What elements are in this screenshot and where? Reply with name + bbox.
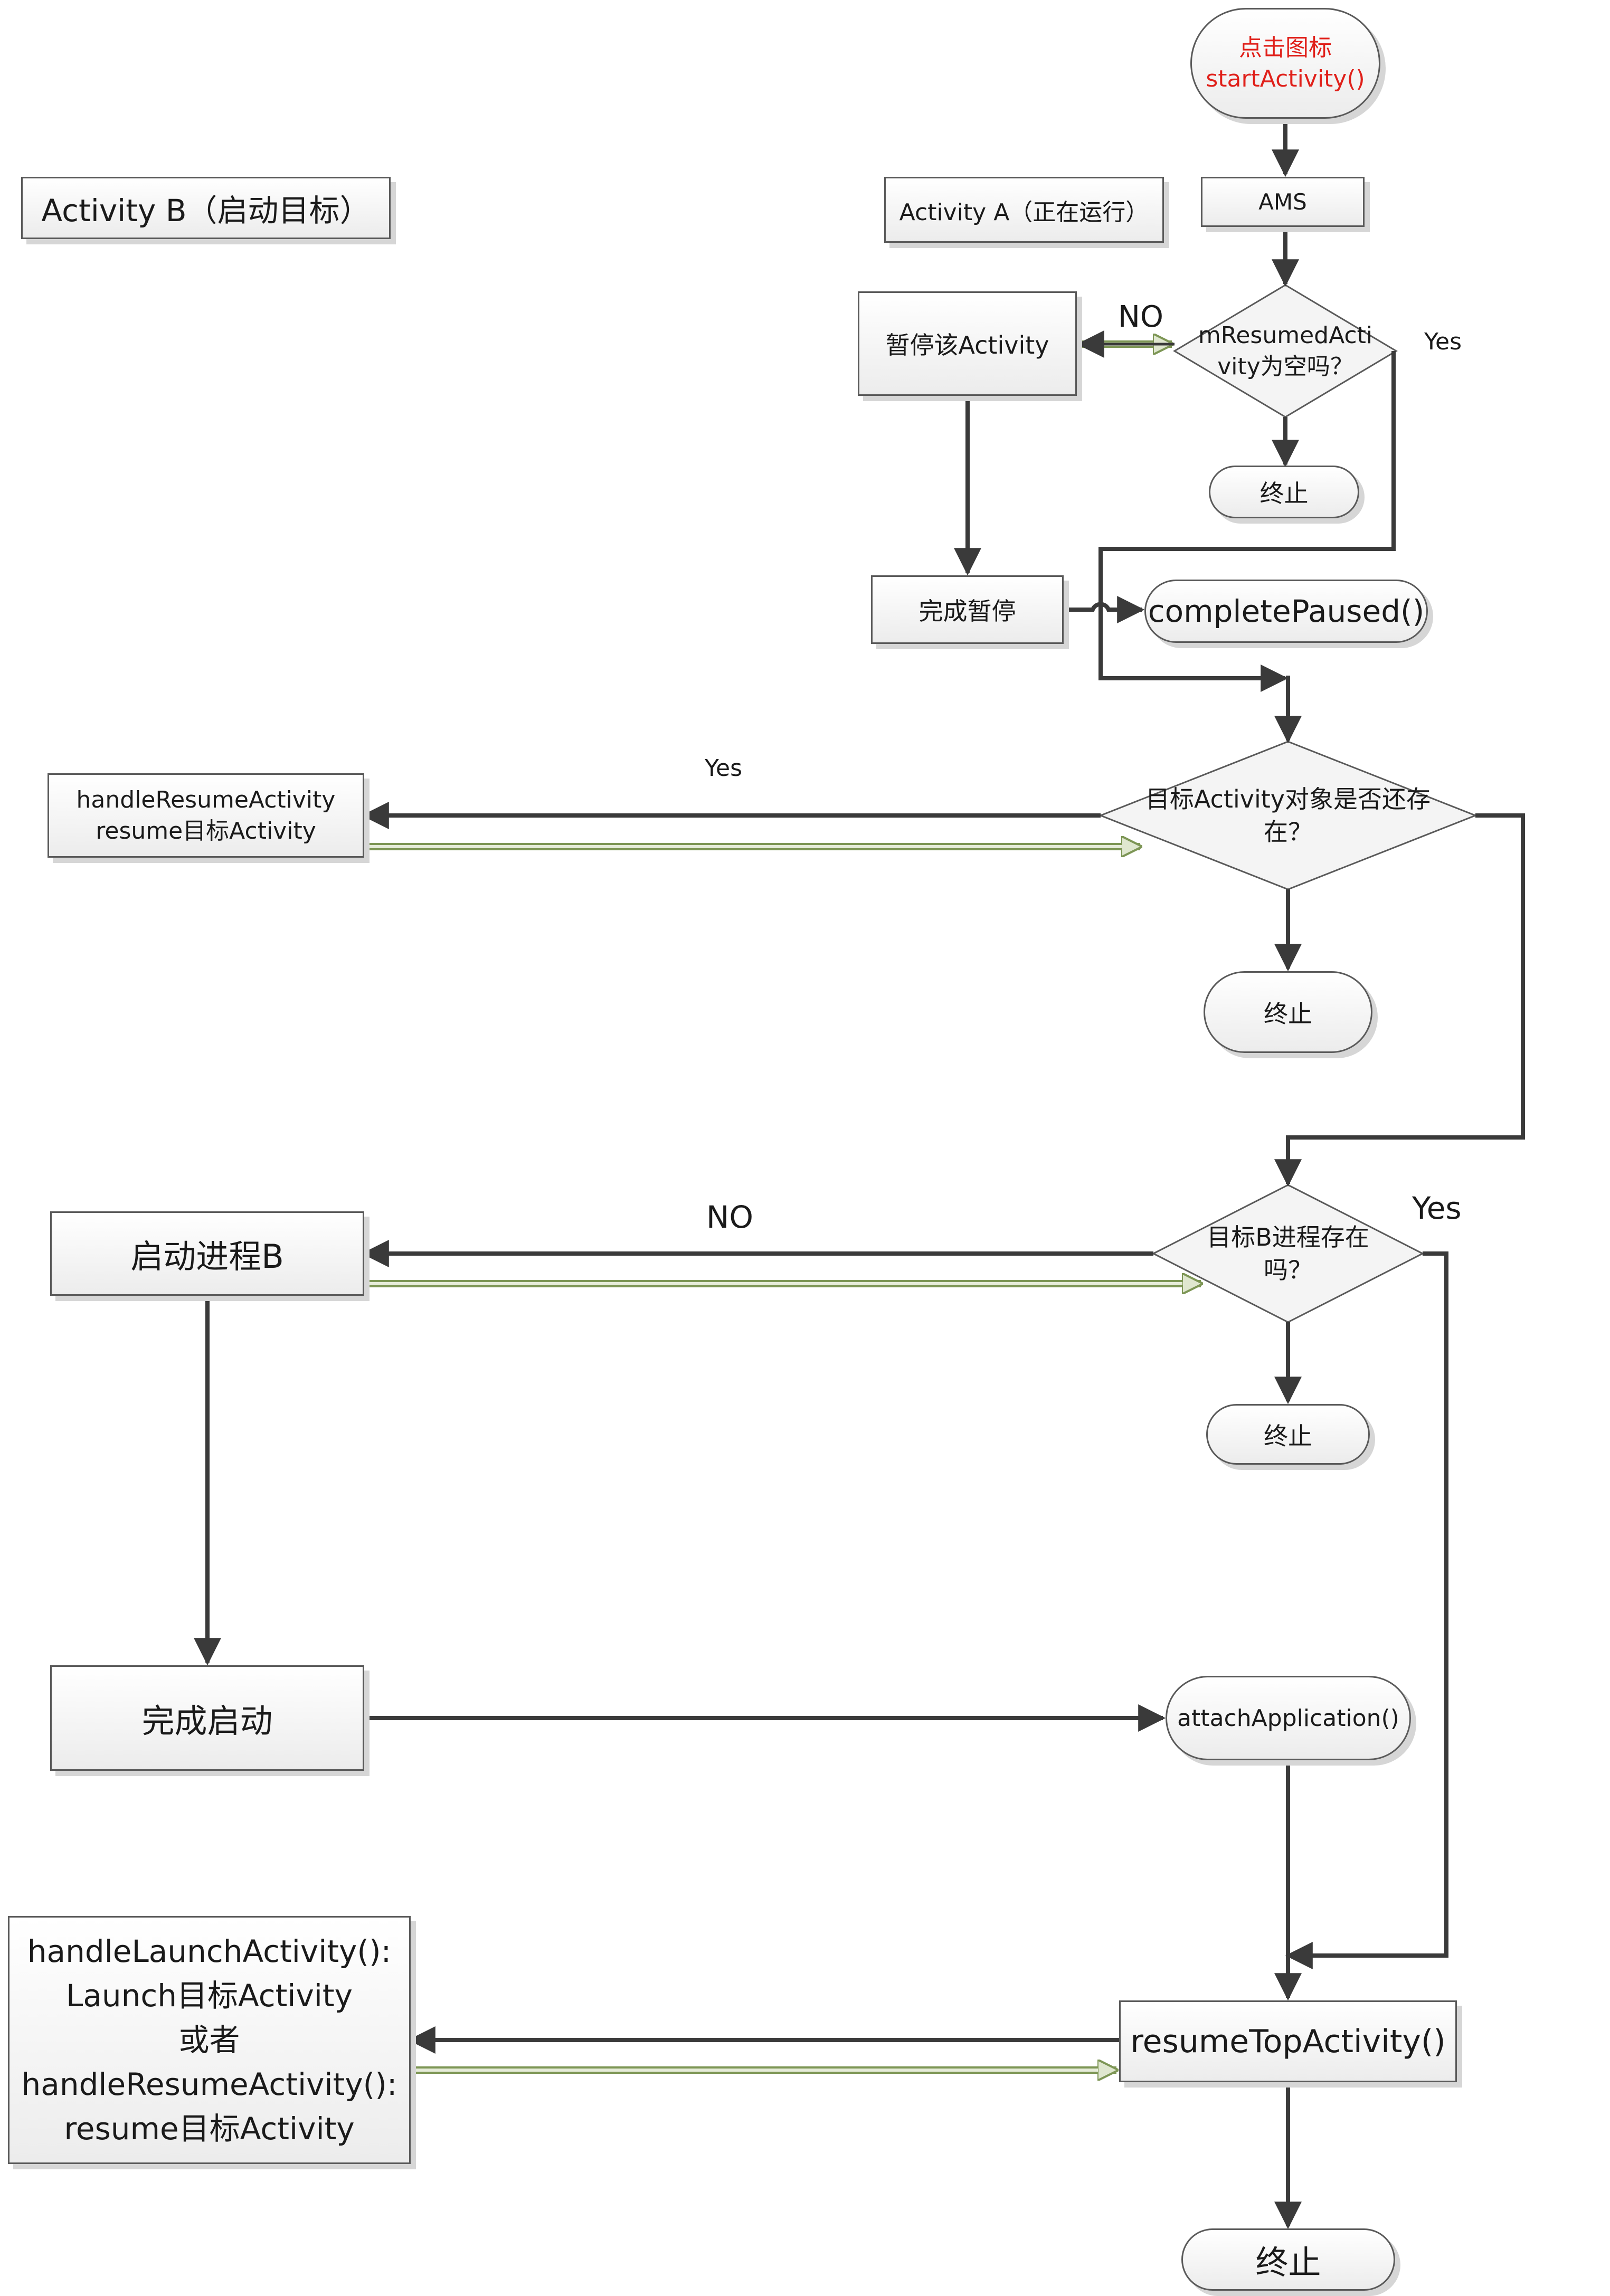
pause-activity-node: 暂停该Activity: [858, 291, 1077, 396]
edge-complete-to-paused: [1064, 596, 1145, 623]
edge-yes-to-merge: [1098, 351, 1396, 692]
activity-a-title-box: Activity A（正在运行）: [884, 177, 1164, 243]
end-node-3: 终止: [1206, 1404, 1370, 1465]
edge-label-yes-1: Yes: [1424, 328, 1462, 355]
complete-start-node: 完成启动: [50, 1665, 364, 1771]
activity-b-title-box: Activity B（启动目标）: [21, 177, 391, 239]
edge-target-no-to-process-check: [1274, 813, 1525, 1187]
edge-label-no-2: NO: [706, 1199, 754, 1235]
process-b-exists-check-label: 目标B进程存在 吗？: [1207, 1222, 1369, 1284]
launch-or-resume-node: handleLaunchActivity(): Launch目标Activity…: [8, 1916, 411, 2164]
start-click-icon-node: 点击图标 startActivity(): [1190, 8, 1380, 119]
complete-pause-node: 完成暂停: [871, 575, 1064, 644]
edge-label-yes-3: Yes: [1412, 1190, 1462, 1226]
complete-paused-node: completePaused(): [1144, 580, 1428, 643]
resume-top-activity-node: resumeTopActivity(): [1119, 2000, 1457, 2082]
handle-resume-activity-node: handleResumeActivity resume目标Activity: [48, 773, 364, 858]
end-node-1: 终止: [1209, 466, 1359, 518]
ams-node: AMS: [1201, 177, 1365, 227]
start-process-b-node: 启动进程B: [50, 1211, 364, 1296]
end-node-4: 终止: [1181, 2228, 1395, 2291]
attach-application-node: attachApplication(): [1166, 1676, 1411, 1760]
end-node-2: 终止: [1204, 971, 1372, 1053]
target-exists-check-label: 目标Activity对象是否还存 在？: [1145, 784, 1431, 846]
edge-label-yes-2: Yes: [705, 755, 743, 782]
edge-label-no-1: NO: [1118, 300, 1163, 334]
edge-process-yes-to-resume-top: [1285, 1251, 1448, 1969]
resumed-activity-check-label: mResumedActi vity为空吗？: [1198, 321, 1373, 380]
